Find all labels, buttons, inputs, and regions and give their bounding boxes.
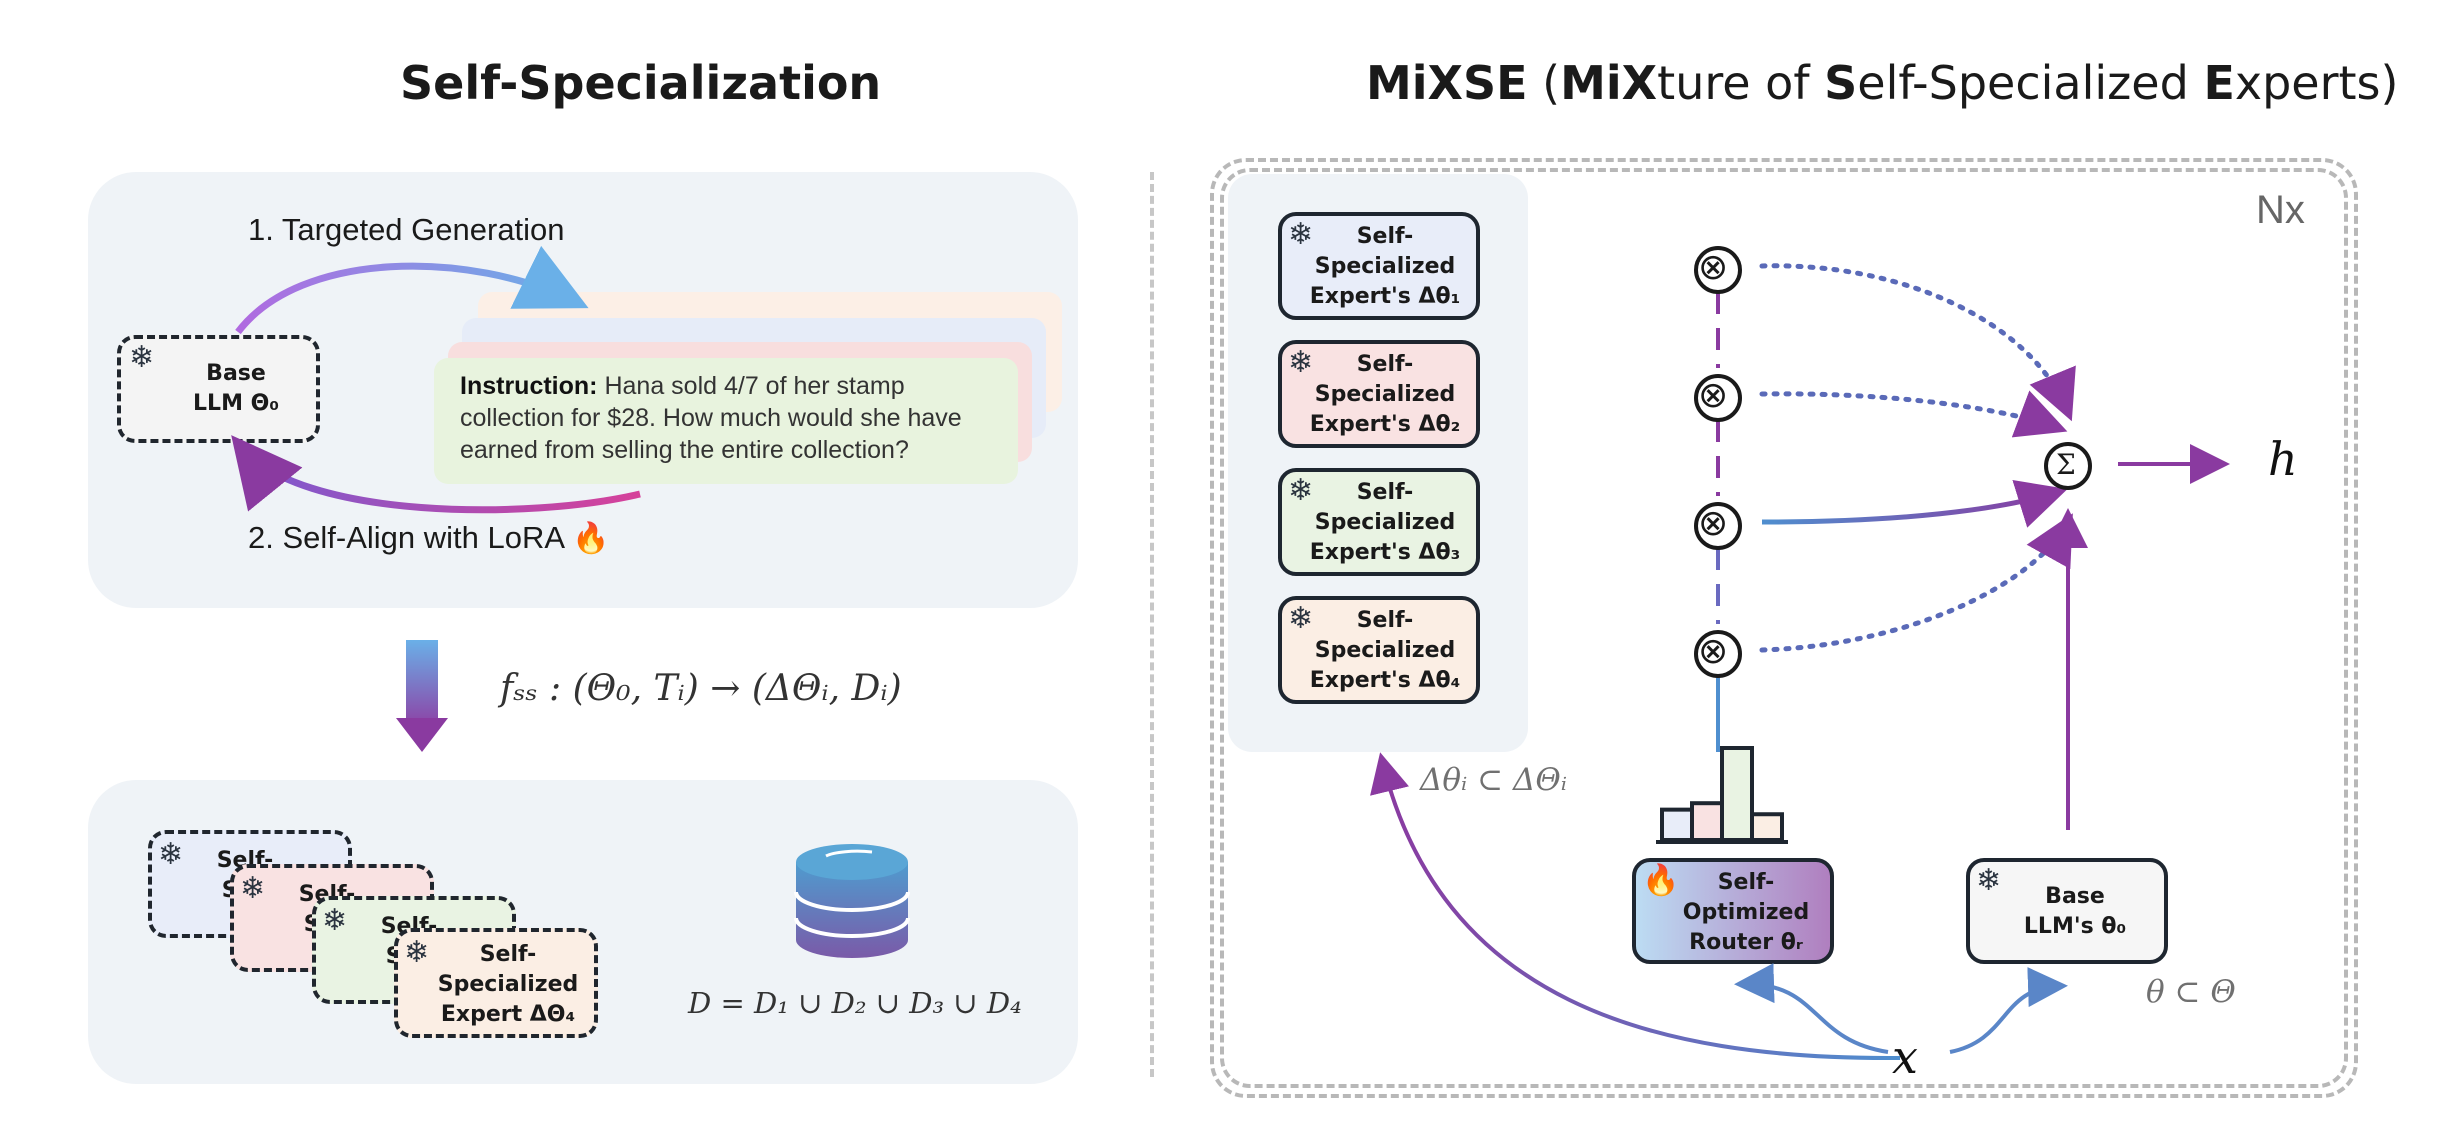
instruction-card: Instruction: Hana sold 4/7 of her stamp … (434, 358, 1018, 484)
multiply-node-4: ⊗ (1698, 631, 1729, 672)
title-elf-specialized: elf-Specialized (1857, 56, 2204, 110)
title-mixse: MiXSE (1366, 56, 1528, 110)
title-xperts: xperts) (2234, 56, 2399, 110)
snowflake-icon: ❄ (1288, 473, 1314, 508)
snowflake-icon: ❄ (1288, 601, 1314, 636)
instruction-body: Hana sold 4/7 of her stamp collection fo… (460, 372, 962, 464)
output-h: h (2268, 432, 2298, 486)
title-mix: MiX (1560, 56, 1658, 110)
title-open: ( (1527, 56, 1561, 110)
step-self-align-label: 2. Self-Align with LoRA (248, 520, 564, 555)
expert-subset-label: Δθᵢ ⊂ ΔΘᵢ (1420, 762, 1568, 798)
input-x: x (1892, 1030, 1918, 1084)
base-llm-box: ❄ Base LLM Θ₀ (117, 335, 320, 443)
mixse-layer-outer (1210, 158, 2358, 1098)
step-targeted-generation: 1. Targeted Generation (248, 212, 565, 247)
snowflake-icon: ❄ (240, 871, 266, 906)
down-arrow (406, 640, 438, 720)
flame-icon: 🔥 (571, 522, 610, 555)
right-title: MiXSE (MiXture of Self-Specialized Exper… (1366, 56, 2398, 110)
snowflake-icon: ❄ (1976, 863, 2002, 898)
instruction-text: Instruction: Hana sold 4/7 of her stamp … (460, 370, 1000, 466)
multiply-node-2: ⊗ (1698, 375, 1729, 416)
ss-formula: fₛₛ : (Θ₀, Tᵢ) → (ΔΘᵢ, Dᵢ) (500, 668, 902, 709)
snowflake-icon: ❄ (322, 903, 348, 938)
instruction-label: Instruction: (460, 372, 598, 400)
title-s: S (1824, 56, 1858, 110)
step-self-align: 2. Self-Align with LoRA 🔥 (248, 520, 609, 556)
mixse-layer-inner (1220, 168, 2348, 1088)
base-subset-label: θ ⊂ Θ (2146, 974, 2236, 1010)
multiply-node-3: ⊗ (1698, 503, 1729, 544)
sum-node: Σ (2056, 448, 2076, 481)
section-divider (1150, 172, 1154, 1077)
left-title: Self-Specialization (400, 56, 882, 110)
snowflake-icon: ❄ (1288, 345, 1314, 380)
title-ture-of: ture of (1657, 56, 1825, 110)
snowflake-icon: ❄ (404, 935, 430, 970)
multiply-node-1: ⊗ (1698, 247, 1729, 288)
down-arrow-head (396, 718, 448, 752)
base-llm-label: Base LLM Θ₀ (193, 361, 279, 416)
snowflake-icon: ❄ (1288, 217, 1314, 252)
snowflake-icon: ❄ (158, 837, 184, 872)
nx-label: Nx (2256, 188, 2305, 232)
title-e: E (2203, 56, 2235, 110)
dataset-formula: D = D₁ ∪ D₂ ∪ D₃ ∪ D₄ (688, 986, 1022, 1020)
snowflake-icon: ❄ (129, 340, 155, 375)
